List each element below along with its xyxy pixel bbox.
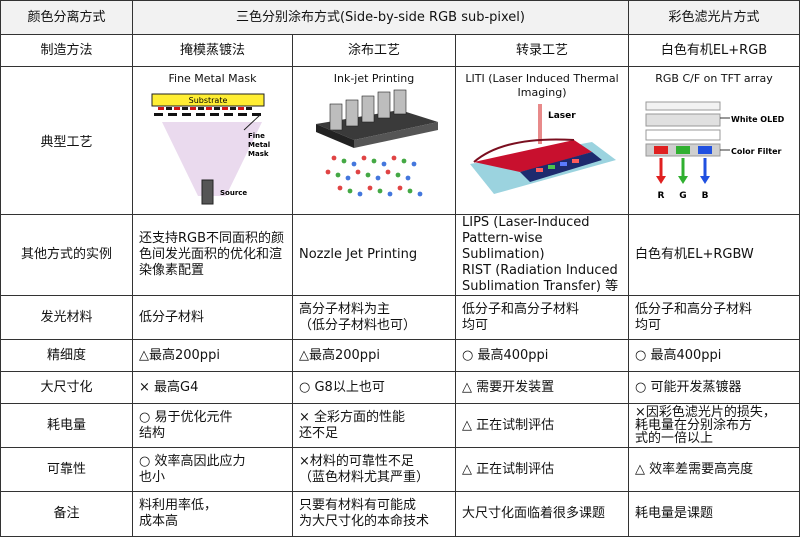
table-cell: △ 需要开发装置 [455, 371, 629, 404]
header-side-by-side: 三色分别涂布方式(Side-by-side RGB sub-pixel) [132, 0, 629, 35]
table-cell: ○ 可能开发蒸镀器 [628, 371, 800, 404]
row-label-material: 发光材料 [0, 295, 133, 340]
method-mask-evaporation: 掩模蒸镀法 [132, 34, 293, 67]
source-label: Source [220, 189, 247, 197]
white-oled-label: White OLED [731, 115, 785, 124]
table-row: 可靠性 ○ 效率高因此应力 也小 ×材料的可靠性不足 （蓝色材料尤其严重） △ … [0, 447, 800, 492]
table-cell: ×因彩色滤光片的损失， 耗电量在分别涂布方 式的一倍以上 [628, 403, 800, 448]
table-row: 发光材料 低分子材料 高分子材料为主 （低分子材料也可） 低分子和高分子材料 均… [0, 295, 800, 340]
table-row: 精细度 △最高200ppi △最高200ppi ○ 最高400ppi ○ 最高4… [0, 339, 800, 372]
header-row: 颜色分离方式 三色分别涂布方式(Side-by-side RGB sub-pix… [0, 0, 800, 35]
process-fmm-caption: Fine Metal Mask [168, 72, 257, 85]
table-cell: ○ 效率高因此应力 也小 [132, 447, 293, 492]
process-liti-cell: LITI (Laser Induced Thermal Imaging) Las… [455, 66, 629, 215]
liti-subpixels [536, 159, 579, 172]
method-transfer: 转录工艺 [455, 34, 629, 67]
table-cell: △ 正在试制评估 [455, 403, 629, 448]
other-methods-c2: Nozzle Jet Printing [292, 214, 456, 296]
process-inkjet-cell: Ink-jet Printing [292, 66, 456, 215]
table-cell: 大尺寸化面临着很多课题 [455, 491, 629, 537]
method-coating: 涂布工艺 [292, 34, 456, 67]
color-filter-label: Color Filter [731, 147, 782, 156]
header-color-separation: 颜色分离方式 [0, 0, 133, 35]
light-arrows [656, 158, 710, 184]
method-row: 制造方法 掩模蒸镀法 涂布工艺 转录工艺 白色有机EL+RGB [0, 34, 800, 67]
table-cell: 低分子材料 [132, 295, 293, 340]
table-cell: 耗电量是课题 [628, 491, 800, 537]
other-methods-label: 其他方式的实例 [0, 214, 133, 296]
method-label: 制造方法 [0, 34, 133, 67]
liti-diagram: Laser [470, 104, 616, 194]
table-cell: ○ 最高400ppi [455, 339, 629, 372]
table-cell: 只要有材料有可能成 为大尺寸化的本命技术 [292, 491, 456, 537]
other-methods-c4: 白色有机EL+RGBW [628, 214, 800, 296]
substrate-label: Substrate [188, 96, 227, 105]
row-label-notes: 备注 [0, 491, 133, 537]
b-label: B [702, 191, 709, 201]
row-label-reliability: 可靠性 [0, 447, 133, 492]
table-cell: 低分子和高分子材料 均可 [628, 295, 800, 340]
process-fmm-cell: Fine Metal Mask Substrate [132, 66, 293, 215]
other-methods-c3: LIPS (Laser-Induced Pattern-wise Sublima… [455, 214, 629, 296]
row-label-resolution: 精细度 [0, 339, 133, 372]
table-row: 大尺寸化 × 最高G4 ○ G8以上也可 △ 需要开发装置 ○ 可能开发蒸镀器 [0, 371, 800, 404]
g-label: G [679, 191, 686, 201]
table-cell: 料利用率低， 成本高 [132, 491, 293, 537]
header-color-filter: 彩色滤光片方式 [628, 0, 800, 35]
table-cell: △ 正在试制评估 [455, 447, 629, 492]
table-row: 备注 料利用率低， 成本高 只要有材料有可能成 为大尺寸化的本命技术 大尺寸化面… [0, 491, 800, 537]
other-methods-row: 其他方式的实例 还支持RGB不同面积的颜色间发光面积的优化和渲染像素配置 Noz… [0, 214, 800, 296]
other-methods-c1: 还支持RGB不同面积的颜色间发光面积的优化和渲染像素配置 [132, 214, 293, 296]
table-row: 耗电量 ○ 易于优化元件 结构 × 全彩方面的性能 还不足 △ 正在试制评估 ×… [0, 403, 800, 448]
inkjet-diagram [316, 89, 438, 197]
table-cell: 高分子材料为主 （低分子材料也可） [292, 295, 456, 340]
mask-bars [153, 113, 261, 116]
nozzle-heads [329, 89, 407, 131]
table-cell: ×材料的可靠性不足 （蓝色材料尤其严重） [292, 447, 456, 492]
process-label: 典型工艺 [0, 66, 133, 215]
row-label-large-size: 大尺寸化 [0, 371, 133, 404]
process-row: 典型工艺 Fine Metal Mask Substrate [0, 66, 800, 215]
table-cell: × 最高G4 [132, 371, 293, 404]
pixel-row [157, 107, 252, 110]
method-white-oled: 白色有机EL+RGB [628, 34, 800, 67]
laser-label: Laser [548, 111, 576, 121]
row-label-power: 耗电量 [0, 403, 133, 448]
color-filter-diagram: White OLED Color Filter R G B [645, 101, 785, 201]
process-inkjet-caption: Ink-jet Printing [333, 72, 415, 85]
droplets [325, 155, 423, 197]
process-liti-caption: LITI (Laser Induced Thermal Imaging) [465, 72, 619, 99]
table-cell: 低分子和高分子材料 均可 [455, 295, 629, 340]
table-cell: ○ 易于优化元件 结构 [132, 403, 293, 448]
r-label: R [658, 191, 665, 201]
table-cell: △最高200ppi [292, 339, 456, 372]
table-cell: × 全彩方面的性能 还不足 [292, 403, 456, 448]
table-cell: △最高200ppi [132, 339, 293, 372]
table-cell: △ 效率差需要高亮度 [628, 447, 800, 492]
table-cell: ○ 最高400ppi [628, 339, 800, 372]
process-cf-caption: RGB C/F on TFT array [655, 72, 773, 85]
process-cf-cell: RGB C/F on TFT array White OLED Color Fi… [628, 66, 800, 215]
table-cell: ○ G8以上也可 [292, 371, 456, 404]
